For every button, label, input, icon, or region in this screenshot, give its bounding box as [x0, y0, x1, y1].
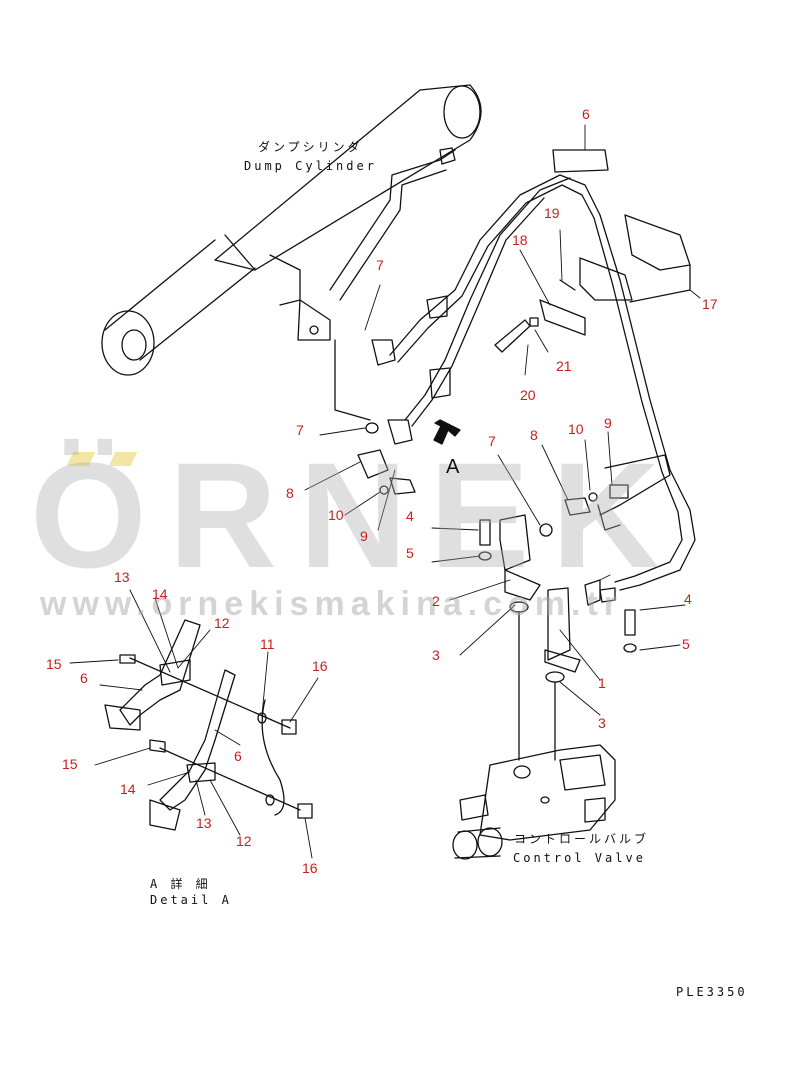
control-valve-jp-label: コントロールバルブ: [514, 832, 650, 846]
callout-part: 5: [682, 636, 690, 652]
fittings: [357, 422, 637, 683]
watermark-logo: ÖRNEK: [30, 431, 682, 599]
callout-part: 20: [520, 387, 536, 403]
callout-part: 12: [214, 615, 230, 631]
drawing-number: PLE3350: [676, 985, 748, 999]
callout-part: 1: [598, 675, 606, 691]
callout-part: 3: [432, 647, 440, 663]
callout-part: 8: [286, 485, 294, 501]
callout-part: 7: [488, 433, 496, 449]
callout-part: 17: [702, 296, 718, 312]
detail-a-drawing: [104, 619, 313, 831]
leader-lines: [69, 124, 701, 859]
dump-cylinder-jp-label: ダンプシリンダ: [258, 140, 363, 154]
pipe-right: [593, 214, 696, 591]
callout-part: 2: [432, 593, 440, 609]
callout-part: 6: [234, 748, 242, 764]
callout-part: 16: [312, 658, 328, 674]
callout-part: 9: [360, 528, 368, 544]
callout-part: 6: [582, 106, 590, 122]
callout-part: 6: [80, 670, 88, 686]
callout-part: 15: [62, 756, 78, 772]
callout-part: 15: [46, 656, 62, 672]
callout-part: 14: [152, 586, 168, 602]
callout-part: 16: [302, 860, 318, 876]
detail-a-en-label: Detail A: [150, 893, 232, 907]
dump-cylinder-drawing: [101, 84, 482, 421]
dump-cylinder-en-label: Dump Cylinder: [244, 159, 377, 173]
watermark-url: www.ornekismakina.com.tr: [40, 585, 623, 623]
callout-part: 14: [120, 781, 136, 797]
view-a-label: A: [446, 456, 460, 478]
callout-part: 3: [598, 715, 606, 731]
callout-part: 18: [512, 232, 528, 248]
callout-part: 4: [406, 508, 414, 524]
callout-part: 7: [376, 257, 384, 273]
callout-part: 19: [544, 205, 560, 221]
detail-a-jp-label: A 詳 細: [150, 877, 211, 891]
callout-part: 21: [556, 358, 572, 374]
view-a-arrow: [433, 419, 461, 445]
callout-part: 10: [568, 421, 584, 437]
control-valve-en-label: Control Valve: [513, 851, 646, 865]
callout-part: 13: [114, 569, 130, 585]
callout-part: 8: [530, 427, 538, 443]
control-valve-drawing: [452, 611, 616, 860]
callout-part: 9: [604, 415, 612, 431]
callout-part: 13: [196, 815, 212, 831]
hose-lines: [371, 149, 609, 445]
callout-part: 12: [236, 833, 252, 849]
callout-part: 7: [296, 422, 304, 438]
callout-part: 10: [328, 507, 344, 523]
callout-part: 4: [684, 591, 692, 607]
callout-part: 11: [260, 636, 275, 652]
callout-part: 5: [406, 545, 414, 561]
